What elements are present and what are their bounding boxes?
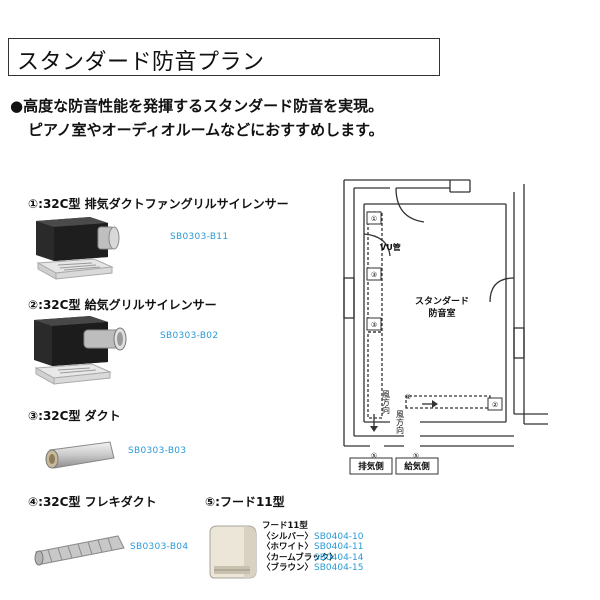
hood-variant-4-code: SB0404-15	[314, 563, 364, 573]
item-4-label: ④:32C型 フレキダクト	[28, 495, 157, 509]
marker-5a: ⑤	[371, 452, 377, 460]
hood-variant-4-name: 〈ブラウン〉	[262, 563, 314, 573]
flexible-duct-image	[34, 535, 125, 566]
exhaust-side-label: 排気側	[358, 461, 384, 472]
room-label-2: 防音室	[428, 307, 455, 319]
marker-5b: ⑤	[413, 452, 419, 460]
exhaust-side-box	[349, 457, 393, 475]
hood-variant-3-name: 〈カームブラック〉	[262, 552, 338, 563]
intro-line-2: ピアノ室やオーディオルームなどにおすすめします。	[28, 121, 384, 139]
exhaust-fan-silencer-image	[36, 217, 120, 280]
hood-variant-3-code: SB0404-14	[314, 552, 364, 563]
hood-header: フード11型	[262, 521, 308, 531]
hood-variant-codes: SB0404-10 SB0404-11 SB0404-14 SB0404-15	[314, 532, 364, 574]
exhaust-arrow-head-icon	[370, 426, 378, 432]
room-label-1: スタンダード	[415, 295, 469, 307]
wind-direction-label-b: 風方向	[396, 410, 405, 434]
hood-variant-2-code: SB0404-11	[314, 542, 364, 552]
vu-pipe-label: VU管	[380, 242, 401, 252]
intro-line-1: ●高度な防音性能を発揮するスタンダード防音を実現。	[10, 97, 384, 115]
supply-grille-silencer-image	[34, 316, 127, 385]
hood-image	[209, 525, 257, 579]
supply-arrow-head-icon	[432, 400, 438, 408]
item-3-code: SB0303-B03	[128, 446, 187, 456]
hood-variant-names: フード11型 〈シルバー〉 〈ホワイト〉 〈カームブラック〉 〈ブラウン〉	[262, 521, 338, 574]
marker-3a: ③	[371, 271, 377, 279]
item-1-label: ①:32C型 排気ダクトファングリルサイレンサー	[28, 197, 289, 211]
floor-plan-diagram: ① ③ ③ ④ ② ⑤ ⑤ VU管 スタンダード 防音室 風方向 風方向 排気側…	[343, 179, 548, 475]
marker-4: ④	[405, 393, 411, 401]
title-box: スタンダード防音プラン	[8, 38, 440, 76]
supply-side-label: 給気側	[404, 461, 430, 472]
item-1-code: SB0303-B11	[170, 232, 229, 242]
hood-variant-1-name: 〈シルバー〉	[262, 531, 314, 542]
hood-variant-1-code: SB0404-10	[314, 531, 364, 542]
item-2-label: ②:32C型 給気グリルサイレンサー	[28, 298, 217, 312]
item-5-label: ⑤:フード11型	[205, 495, 285, 509]
supply-side-box	[395, 457, 439, 475]
item-4-code: SB0303-B04	[130, 542, 189, 552]
wind-direction-label-a: 風方向	[382, 390, 391, 414]
item-2-code: SB0303-B02	[160, 331, 219, 341]
intro-text: ●高度な防音性能を発揮するスタンダード防音を実現。 ピアノ室やオーディオルームな…	[10, 94, 384, 142]
marker-3b: ③	[371, 321, 377, 329]
page-title: スタンダード防音プラン	[17, 50, 265, 75]
hood-variant-2-name: 〈ホワイト〉	[262, 542, 314, 552]
item-3-label: ③:32C型 ダクト	[28, 409, 121, 423]
marker-2: ②	[492, 401, 498, 409]
duct-image	[45, 441, 115, 469]
marker-1: ①	[371, 215, 377, 223]
